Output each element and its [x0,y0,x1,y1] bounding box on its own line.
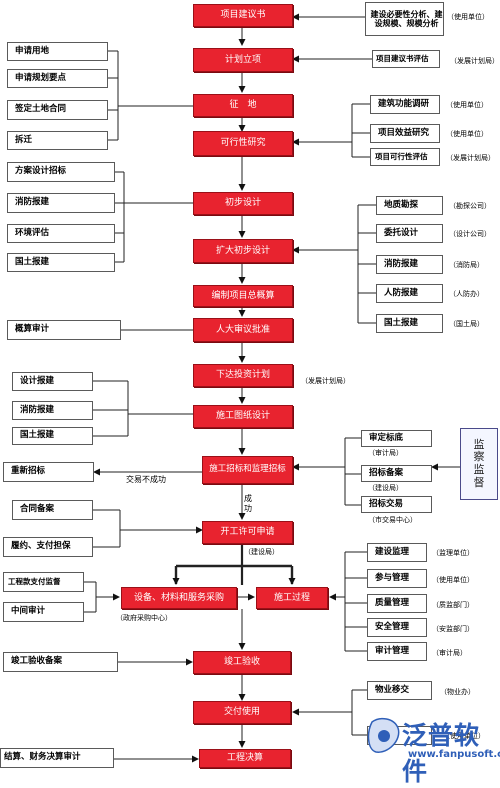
step-permit-application: 开工许可申请 [202,521,293,544]
right-tender-trade: 招标交易 [361,496,432,513]
label-trade-failed: 交易不成功 [126,475,166,484]
left-retender: 重新招标 [3,462,94,482]
left-land-filing-2: 国土报建 [12,427,93,445]
left-settlement-audit: 结算、财务决算审计 [0,748,114,768]
step-preliminary-design: 初步设计 [193,192,293,215]
note-land-filing: （国土局） [449,320,484,328]
right-benefit-study: 项目效益研究 [370,124,440,143]
right-safety-management: 安全管理 [367,618,427,637]
left-demolition: 拆迁 [7,131,108,150]
right-fire-filing: 消防报建 [376,255,443,274]
note-civil-defense: （人防办） [449,290,484,298]
note-investment-plan: （发展计划局） [301,377,350,385]
right-necessity-analysis: 建设必要性分析、建设规模、规模分析 [365,2,444,36]
left-environment-assessment: 环境评估 [7,224,115,243]
note-construction-supervision: （监理单位） [432,549,474,557]
step-construction: 施工过程 [256,587,328,609]
right-tender-filing: 招标备案 [361,465,432,482]
left-planning-points: 申请规划要点 [7,69,108,88]
step-project-proposal: 项目建议书 [193,4,293,27]
right-quality-management: 质量管理 [367,594,427,613]
flow-connectors [84,13,460,763]
left-fire-filing-2: 消防报建 [12,401,93,420]
fanpu-logo-icon [367,717,400,753]
note-receive: （使用单位） [443,732,485,740]
note-quality-management: （质监部门） [432,601,474,609]
left-fire-filing-1: 消防报建 [7,193,115,213]
step-final-accounts: 工程决算 [199,749,291,768]
left-land-filing-1: 国土报建 [7,253,115,272]
note-proposal: （使用单位） [447,13,489,21]
right-geology: 地质勘探 [376,196,443,215]
step-land-acquisition: 征 地 [193,94,293,117]
step-tender: 施工招标和监理招标 [202,456,293,484]
logo-url: www.fanpusoft.com [408,749,500,760]
step-congress-approval: 人大审议批准 [193,318,293,342]
right-civil-defense: 人防报建 [376,284,443,303]
right-commission-design: 委托设计 [376,224,443,243]
label-success: 成功 [244,494,252,513]
right-land-filing: 国土报建 [376,314,443,333]
step-feasibility-study: 可行性研究 [193,131,293,156]
step-plan-approval: 计划立项 [193,48,293,72]
left-scheme-tender: 方案设计招标 [7,162,115,182]
note-function-survey: （使用单位） [446,101,488,109]
note-audit-management: （审计局） [432,649,467,657]
right-base-price: 审定标底 [361,430,432,447]
note-safety-management: （安监部门） [432,625,474,633]
left-contract-filing: 合同备案 [12,500,93,520]
right-participate-management: 参与管理 [367,569,427,588]
label-permit-note: （建设局） [244,548,279,556]
step-extended-design: 扩大初步设计 [193,239,293,263]
note-commission-design: （设计公司） [449,230,491,238]
left-apply-land: 申请用地 [7,42,108,61]
note-plan-eval: （发展计划局） [450,57,499,65]
step-procurement: 设备、材料和服务采购 [121,587,237,609]
right-audit-management: 审计管理 [367,642,427,661]
left-performance-guarantee: 履约、支付担保 [3,537,93,557]
note-tender-trade: （市交易中心） [368,516,417,524]
note-tender-filing: （建设局） [368,484,403,492]
step-investment-plan: 下达投资计划 [193,364,293,387]
note-fire-filing: （消防局） [449,261,484,269]
left-land-contract: 签定土地合同 [7,100,108,120]
note-property-handover: （物业办） [440,688,475,696]
note-benefit-study: （使用单位） [446,130,488,138]
left-design-filing: 设计报建 [12,372,93,391]
right-supervision: 监察监督 [460,428,498,500]
left-estimate-audit: 概算审计 [7,320,121,340]
label-procurement-note: （政府采购中心） [116,614,172,622]
step-completion-acceptance: 竣工验收 [193,651,291,674]
step-construction-drawing: 施工图纸设计 [193,405,293,428]
note-geology: （勘探公司） [449,202,491,210]
right-feasibility-eval: 项目可行性评估 [370,148,440,166]
step-handover: 交付使用 [193,701,291,724]
right-construction-supervision: 建设监理 [367,543,427,562]
note-base-price: （审计局） [368,449,403,457]
left-payment-supervision: 工程款支付监督 [3,572,84,592]
left-interim-audit: 中间审计 [3,602,84,622]
note-feasibility-eval: （发展计划局） [446,154,495,162]
left-completion-filing: 竣工验收备案 [3,652,118,672]
note-participate-management: （使用单位） [432,576,474,584]
right-property-handover: 物业移交 [367,681,432,700]
step-budget-estimate: 编制项目总概算 [193,285,293,307]
right-function-survey: 建筑功能调研 [370,95,440,114]
right-proposal-evaluation: 项目建议书评估 [372,50,440,68]
